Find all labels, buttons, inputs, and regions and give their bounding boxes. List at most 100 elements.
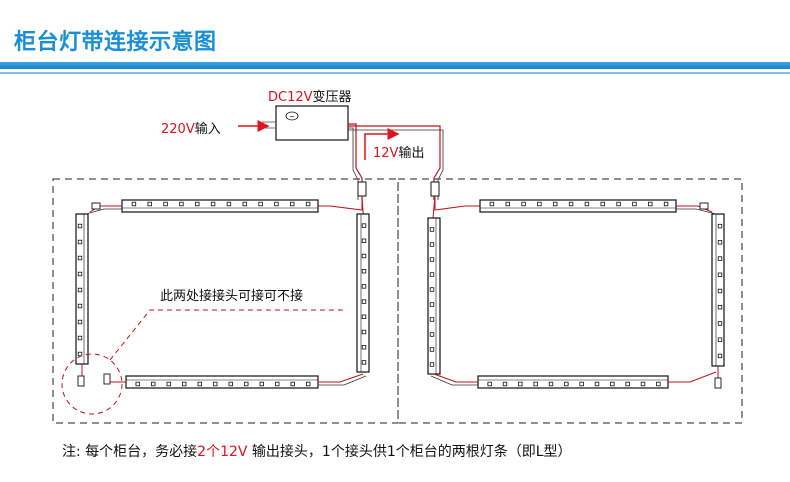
led-chip [77,239,83,245]
led-chip [521,201,526,207]
output-text: 输出 [398,146,425,161]
led-dots [77,201,723,387]
led-chip [290,381,295,387]
led-chip [77,351,83,357]
wire-right-corner-top [676,205,713,213]
led-chip [616,201,621,207]
connector-right-bottom [714,377,722,389]
led-chip [305,201,311,207]
counter-right-outline [397,178,743,424]
led-chip [553,201,558,207]
connector-left-bottom-a [77,375,85,387]
wire-left-corner-top-b [85,208,122,215]
ac-symbol-text: ~ [289,113,295,121]
led-chip [537,201,542,207]
output-voltage: 12V [373,146,399,161]
counter-left-outline [52,178,399,424]
led-chip [429,287,435,292]
input-voltage: 220V [161,122,195,137]
led-chip [429,317,435,322]
led-chip [717,288,723,294]
led-chip [717,240,723,245]
wire-right-corner-top-b [676,208,717,215]
led-chip [361,268,367,274]
led-chip [429,362,435,367]
led-chip [632,201,637,207]
led-chip [151,381,156,387]
wire-right-bottom-left [433,373,478,383]
led-chip [195,201,200,207]
led-chip [502,381,508,387]
led-chip [717,223,723,229]
led-chip [717,353,723,359]
output-arrow [364,128,400,160]
led-chip [717,321,723,326]
led-chip [717,305,723,310]
title-underline-thin [0,72,790,74]
led-chip [306,381,311,387]
connector-right-out [430,181,440,197]
output-label: 12V输出 [373,142,424,161]
led-chip [147,201,152,207]
led-chip [228,381,233,387]
led-chip [429,272,435,277]
input-label: 220V输入 [161,118,221,137]
led-chip [600,201,605,207]
led-chip [361,314,367,319]
led-chip [579,381,584,387]
led-chip [163,201,168,207]
optional-connection-circle [61,353,123,415]
led-chip [131,201,137,207]
led-chip [505,201,510,207]
led-chip [564,381,569,387]
transformer-name: 变压器 [312,90,352,105]
transformer-box [275,105,349,141]
led-chip [487,381,492,387]
led-chip [717,337,723,342]
footnote-suffix: 输出接头，1个接头供1个柜台的两根灯条（即L型） [247,444,572,460]
led-chip [610,381,615,387]
annotation-leader [109,309,344,361]
led-chip [258,201,263,207]
led-chip [77,223,83,229]
led-chip [648,201,653,207]
wire-right-bottom-right [668,371,717,383]
title-underline [0,62,790,69]
led-chip [361,329,367,335]
led-chip [717,272,723,277]
led-chip [518,381,523,387]
connector-left-bottom-b [103,373,111,385]
led-chip [77,303,83,309]
led-chip [166,381,171,387]
led-chip [568,201,574,207]
transformer-label: DC12V变压器 [268,86,352,105]
led-chip [244,381,249,387]
led-chip [429,227,435,232]
led-chip [361,223,367,228]
led-chip [361,238,367,243]
led-chip [259,381,264,387]
led-chip [77,335,83,341]
led-chip [290,201,295,207]
led-chip [77,271,83,277]
led-chip [242,201,247,207]
led-chip [77,319,83,325]
led-chip [135,381,140,387]
led-chip [663,201,669,207]
transformer-model: DC12V [268,90,313,105]
connector-left-top [91,202,101,210]
footnote: 注: 每个柜台，务必接2个12V 输出接头，1个接头供1个柜台的两根灯条（即L型… [62,441,572,461]
led-chip [361,284,367,289]
led-chip [361,344,367,350]
led-chip [489,201,495,207]
led-chip [429,257,435,262]
input-text: 输入 [194,122,221,137]
led-chip [361,360,367,365]
led-chip [77,287,83,293]
led-chip [548,381,554,387]
wire-left-bottom-right [318,373,364,383]
led-chip [429,242,435,247]
led-chip [213,381,218,387]
led-chip [361,299,367,304]
connector-right-top [699,202,709,210]
